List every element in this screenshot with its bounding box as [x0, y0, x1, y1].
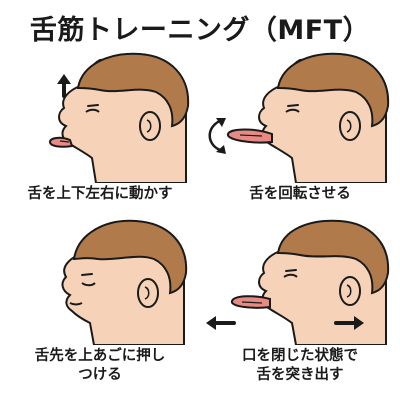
exercise-panel-move-tongue: 舌を上下左右に動かす	[0, 48, 200, 202]
closed-mouth	[69, 302, 83, 306]
exercise-caption: 舌先を上あごに押し つける	[34, 348, 166, 383]
exercise-caption: 口を閉じた状態で 舌を突き出す	[242, 348, 358, 383]
face-illustration	[61, 219, 188, 345]
face-illustration	[48, 52, 190, 183]
face-illustration	[206, 219, 390, 345]
exercise-panel-stick-out-tongue: 口を閉じた状態で 舌を突き出す	[200, 215, 400, 383]
face-illustration	[208, 52, 390, 183]
page-title: 舌筋トレーニング（MFT）	[29, 15, 371, 46]
exercise-panel-rotate-tongue: 舌を回転させる	[200, 48, 400, 202]
exercise-panel-press-palate: 舌先を上あごに押し つける	[0, 215, 200, 383]
tongue	[48, 136, 74, 148]
exercise-caption: 舌を上下左右に動かす	[27, 186, 173, 202]
exercise-caption: 舌を回転させる	[249, 186, 351, 202]
rotate-arrow-icon	[208, 118, 223, 152]
